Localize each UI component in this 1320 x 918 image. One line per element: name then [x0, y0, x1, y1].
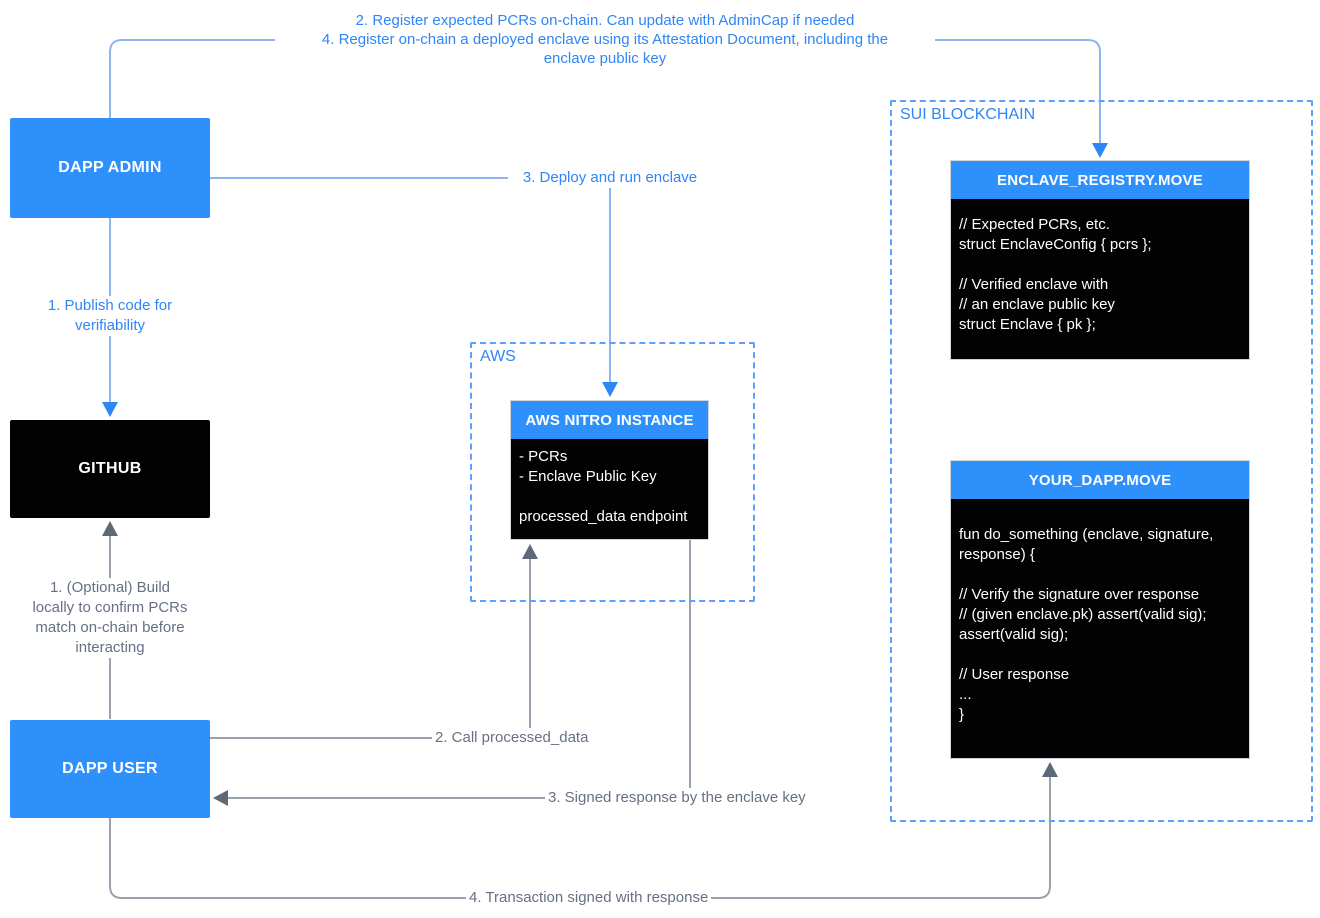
- edge-label-call: 2. Call processed_data: [432, 728, 592, 748]
- edge-label-register-line2: 4. Register on-chain a deployed enclave …: [321, 31, 889, 48]
- code-line: [519, 487, 700, 507]
- enclave-registry-body: // Expected PCRs, etc. struct EnclaveCon…: [951, 199, 1249, 359]
- code-line: // User response: [959, 666, 1070, 683]
- code-line: // (given enclave.pk) assert(valid sig);: [959, 606, 1207, 623]
- edge-label-register-line1: 2. Register expected PCRs on-chain. Can …: [355, 12, 855, 29]
- code-line: struct EnclaveConfig { pcrs };: [959, 236, 1152, 253]
- code-line: response) {: [959, 546, 1035, 563]
- aws-group-label: AWS: [480, 348, 516, 365]
- dapp-admin-title: DAPP ADMIN: [58, 159, 162, 176]
- dapp-user-title: DAPP USER: [62, 760, 158, 777]
- code-line: [959, 645, 1241, 665]
- arrowhead-github-icon: [102, 402, 118, 417]
- arrowhead-github-up-icon: [102, 521, 118, 536]
- code-line: assert(valid sig);: [959, 626, 1069, 643]
- code-line: [959, 255, 1241, 275]
- code-line: // Verified enclave with: [959, 276, 1109, 293]
- your-dapp-title: YOUR_DAPP.MOVE: [951, 461, 1249, 499]
- code-line: fun do_something (enclave, signature,: [959, 526, 1214, 543]
- enclave-registry-node: ENCLAVE_REGISTRY.MOVE // Expected PCRs, …: [950, 160, 1250, 360]
- edge-label-build-line3: match on-chain before: [35, 619, 185, 636]
- code-line: // Verify the signature over response: [959, 586, 1200, 603]
- edge-label-publish: 1. Publish code for verifiability: [30, 296, 190, 336]
- your-dapp-body: fun do_something (enclave, signature, re…: [951, 499, 1249, 758]
- aws-nitro-instance-body: - PCRs - Enclave Public Key processed_da…: [511, 439, 708, 539]
- code-line: [959, 565, 1241, 585]
- enclave-registry-title: ENCLAVE_REGISTRY.MOVE: [951, 161, 1249, 199]
- arrowhead-yourdapp-up-icon: [1042, 762, 1058, 777]
- edge-label-deploy: 3. Deploy and run enclave: [508, 168, 712, 188]
- sui-blockchain-group: SUI BLOCKCHAIN: [890, 100, 1313, 822]
- code-line: - Enclave Public Key: [519, 468, 657, 485]
- github-title: GITHUB: [78, 460, 142, 477]
- arrowhead-registry-icon: [1092, 143, 1108, 158]
- code-line: // an enclave public key: [959, 296, 1115, 313]
- edge-label-build-line1: 1. (Optional) Build: [49, 579, 171, 596]
- code-line: // Expected PCRs, etc.: [959, 216, 1110, 233]
- your-dapp-node: YOUR_DAPP.MOVE fun do_something (enclave…: [950, 460, 1250, 759]
- github-node: GITHUB: [10, 420, 210, 518]
- code-line: }: [959, 706, 965, 723]
- edge-label-build-line2: locally to confirm PCRs: [32, 599, 188, 616]
- arrowhead-user-left-icon: [213, 790, 228, 806]
- dapp-admin-node: DAPP ADMIN: [10, 118, 210, 218]
- edge-label-transaction: 4. Transaction signed with response: [466, 888, 712, 908]
- code-line: ...: [959, 686, 972, 703]
- code-line: - PCRs: [519, 448, 568, 465]
- sui-blockchain-group-label: SUI BLOCKCHAIN: [900, 106, 1036, 123]
- edge-label-build: 1. (Optional) Build locally to confirm P…: [15, 578, 205, 658]
- edge-label-signed-response: 3. Signed response by the enclave key: [545, 788, 809, 808]
- aws-nitro-instance-title: AWS NITRO INSTANCE: [511, 401, 708, 439]
- aws-nitro-instance-node: AWS NITRO INSTANCE - PCRs - Enclave Publ…: [510, 400, 709, 540]
- arrowhead-nitro-icon: [602, 382, 618, 397]
- aws-group: AWS: [470, 342, 755, 602]
- edge-label-publish-line1: 1. Publish code for: [47, 297, 173, 314]
- code-line: struct Enclave { pk };: [959, 316, 1096, 333]
- code-line: processed_data endpoint: [519, 508, 688, 525]
- dapp-user-node: DAPP USER: [10, 720, 210, 818]
- edge-label-register-line3: enclave public key: [543, 50, 667, 67]
- arrowhead-nitro-up-icon: [522, 544, 538, 559]
- edge-label-register: 2. Register expected PCRs on-chain. Can …: [275, 11, 935, 68]
- edge-label-build-line4: interacting: [75, 639, 145, 656]
- edge-label-publish-line2: verifiability: [74, 317, 146, 334]
